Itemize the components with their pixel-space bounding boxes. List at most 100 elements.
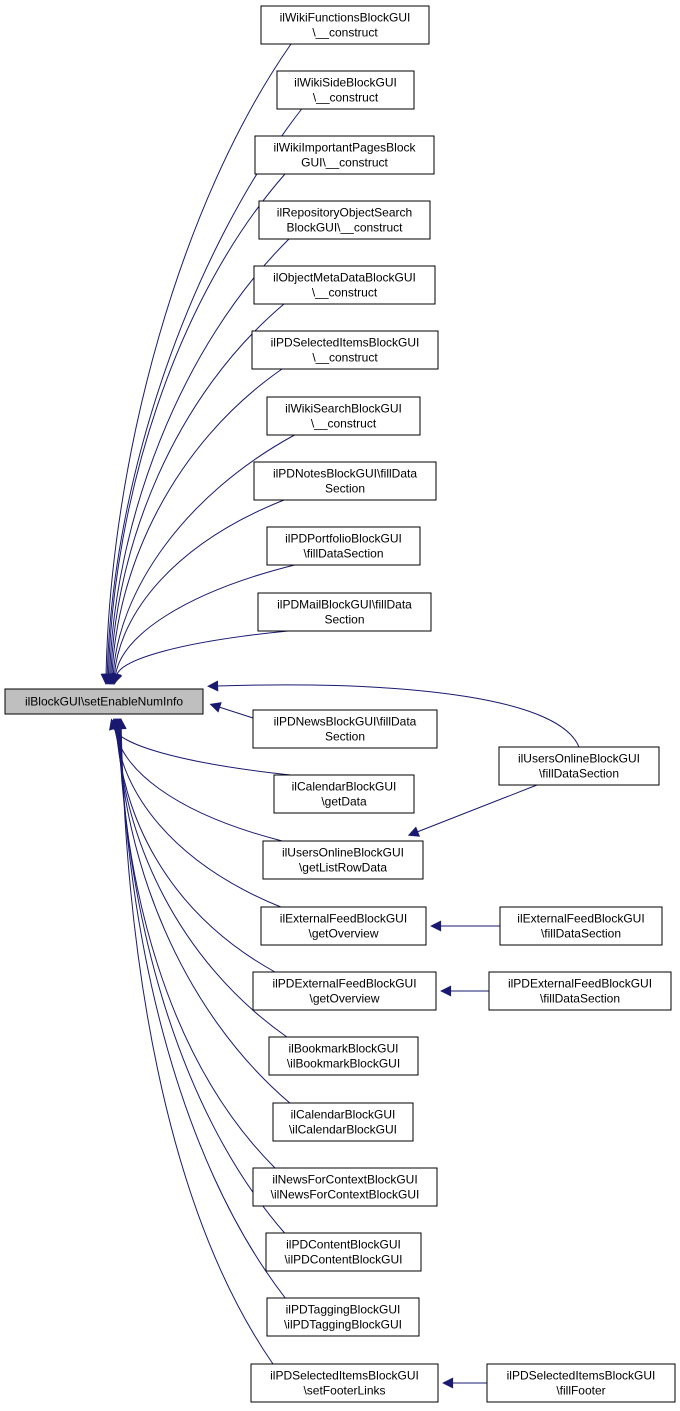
caller-node[interactable]: ilPDTaggingBlockGUI\ilPDTaggingBlockGUI [266,1297,420,1337]
caller-node[interactable]: ilPDSelectedItemsBlockGUI\__construct [251,330,439,370]
caller-node[interactable]: ilPDContentBlockGUI\ilPDContentBlockGUI [265,1232,422,1272]
caller-node-label-line: ilBookmarkBlockGUI [288,1042,398,1056]
edge-second-0 [207,680,580,748]
caller-node[interactable]: ilPDSelectedItemsBlockGUI\setFooterLinks [250,1363,439,1403]
caller-node-label-line: ilPDExternalFeedBlockGUI [272,977,416,991]
caller-node[interactable]: ilBookmarkBlockGUI\ilBookmarkBlockGUI [268,1036,419,1076]
second-level-node-box [486,1363,676,1403]
edge-caller-13 [110,718,281,908]
caller-node[interactable]: ilPDExternalFeedBlockGUI\getOverview [252,971,437,1011]
caller-node-box [258,200,431,240]
caller-node-label-line: ilPDMailBlockGUI\fillData [277,598,412,612]
edge-caller-8 [110,564,295,685]
caller-node-label-line: \ilCalendarBlockGUI [289,1123,397,1137]
caller-node-label-line: ilCalendarBlockGUI [292,780,397,794]
caller-node[interactable]: ilWikiSearchBlockGUI\__construct [266,396,421,436]
caller-node-label-line: Section [325,730,365,744]
caller-node[interactable]: ilObjectMetaDataBlockGUI\__construct [253,265,436,305]
caller-node[interactable]: ilWikiSideBlockGUI\__construct [276,70,415,110]
edge-caller-5 [106,368,283,685]
edge-caller-14 [110,718,276,973]
edge-caller-20 [115,718,274,1365]
caller-node-label-line: ilWikiSideBlockGUI [294,76,397,90]
caller-node-label-line: ilPDNewsBlockGUI\fillData [274,715,417,729]
caller-node[interactable]: ilExternalFeedBlockGUI\getOverview [260,906,427,946]
caller-node-box [257,592,432,632]
caller-node-label-line: ilNewsForContextBlockGUI [272,1173,417,1187]
caller-node-label-line: \ilPDContentBlockGUI [284,1253,402,1267]
caller-node-box [273,774,415,814]
caller-node-box [268,1036,419,1076]
caller-node-label-line: \getOverview [308,927,378,941]
caller-node-label-line: \__construct [312,26,378,40]
caller-node-label-line: ilPDNotesBlockGUI\fillData [273,467,417,481]
root-node[interactable]: ilBlockGUI\setEnableNumInfo [4,688,204,715]
caller-node[interactable]: ilUsersOnlineBlockGUI\getListRowData [262,840,424,880]
caller-node-label-line: \getListRowData [299,861,387,875]
caller-node[interactable]: ilWikiFunctionsBlockGUI\__construct [260,5,430,45]
caller-node-label-line: Section [325,482,365,496]
caller-node-box [276,70,415,110]
second-level-node-box [499,906,663,946]
caller-node-box [260,906,427,946]
edge-caller-4 [105,303,285,685]
caller-node-label-line: ilWikiSearchBlockGUI [285,402,402,416]
caller-node-label-line: GUI\__construct [301,156,388,170]
caller-node-label-line: ilObjectMetaDataBlockGUI [273,271,416,285]
second-level-node-label-line: \fillDataSection [539,767,619,781]
caller-node-label-line: \__construct [312,286,378,300]
second-level-node-box [488,971,672,1011]
second-level-node[interactable]: ilUsersOnlineBlockGUI\fillDataSection [498,746,660,786]
caller-node[interactable]: ilPDMailBlockGUI\fillDataSection [257,592,432,632]
caller-node[interactable]: ilRepositoryObjectSearchBlockGUI\__const… [258,200,431,240]
caller-node[interactable]: ilCalendarBlockGUI\ilCalendarBlockGUI [272,1102,414,1142]
caller-node[interactable]: ilPDPortfolioBlockGUI\fillDataSection [266,526,421,566]
caller-node[interactable]: ilPDNotesBlockGUI\fillDataSection [253,461,437,501]
caller-node-label-line: \fillDataSection [303,547,383,561]
second-level-node-label-line: ilUsersOnlineBlockGUI [518,752,640,766]
second-level-node-box [498,746,660,786]
caller-node-box [252,1167,438,1207]
caller-node-label-line: ilUsersOnlineBlockGUI [282,846,404,860]
second-level-node[interactable]: ilExternalFeedBlockGUI\fillDataSection [499,906,663,946]
caller-node-label-line: ilPDSelectedItemsBlockGUI [271,336,420,350]
caller-node-label-line: \ilBookmarkBlockGUI [287,1057,400,1071]
caller-node[interactable]: ilCalendarBlockGUI\getData [273,774,415,814]
edge-second-1 [407,784,538,837]
caller-node[interactable]: ilNewsForContextBlockGUI\ilNewsForContex… [252,1167,438,1207]
caller-node-label-line: ilRepositoryObjectSearch [277,206,412,220]
caller-node-box [254,135,435,175]
second-level-node-label-line: \fillDataSection [540,992,620,1006]
caller-node-label-line: \setFooterLinks [303,1384,385,1398]
second-level-node[interactable]: ilPDExternalFeedBlockGUI\fillDataSection [488,971,672,1011]
second-level-node[interactable]: ilPDSelectedItemsBlockGUI\fillFooter [486,1363,676,1403]
edge-caller-6 [107,434,295,685]
root-node-box [4,688,204,715]
caller-node-box [253,265,436,305]
caller-node-box [272,1102,414,1142]
edge-caller-2 [102,173,286,685]
caller-node-box [266,396,421,436]
caller-node-box [252,709,438,749]
caller-node-box [252,971,437,1011]
caller-node-box [266,1297,420,1337]
caller-node-label-line: ilCalendarBlockGUI [291,1108,396,1122]
caller-node-box [262,840,424,880]
caller-node-label-line: \ilNewsForContextBlockGUI [271,1188,420,1202]
edge-caller-7 [109,499,285,685]
caller-node-box [251,330,439,370]
edges-layer [100,43,580,1389]
edge-caller-9 [111,630,289,685]
caller-node-box [253,461,437,501]
caller-node-label-line: \__construct [312,351,378,365]
second-level-node-label-line: ilPDExternalFeedBlockGUI [508,977,652,991]
caller-node-label-line: ilWikiImportantPagesBlock [273,141,416,155]
second-level-node-label-line: ilPDSelectedItemsBlockGUI [507,1369,656,1383]
edge-caller-0 [100,43,292,685]
caller-node-label-line: ilExternalFeedBlockGUI [280,912,407,926]
caller-node-label-line: ilPDSelectedItemsBlockGUI [270,1369,419,1383]
caller-node[interactable]: ilPDNewsBlockGUI\fillDataSection [252,709,438,749]
second-level-node-label-line: \fillDataSection [541,927,621,941]
